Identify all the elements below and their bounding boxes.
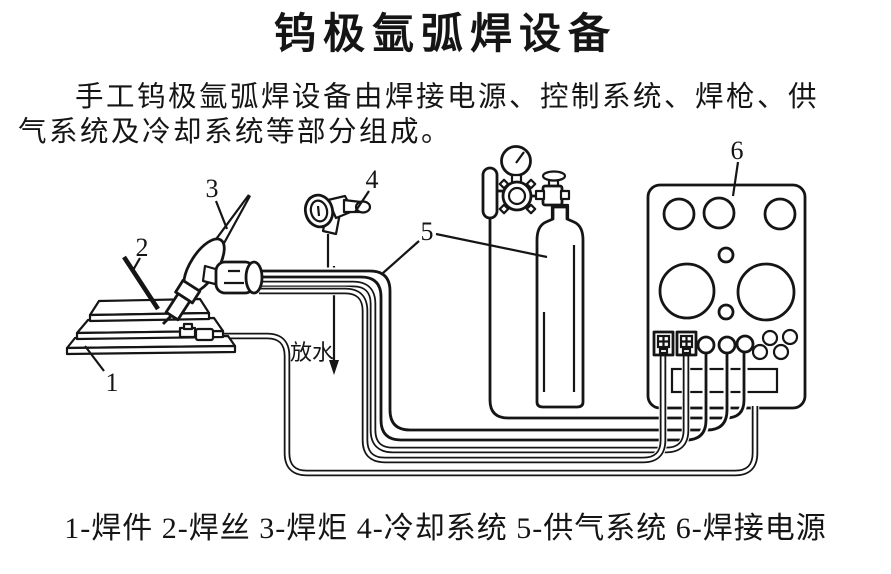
cable-socket — [675, 330, 698, 357]
meter-dial — [763, 197, 797, 231]
gauge-needle — [515, 151, 525, 164]
indicator-lamp — [717, 246, 735, 264]
electrode-tip — [162, 315, 172, 325]
valve-handwheel — [541, 170, 567, 182]
terminal-post — [696, 335, 716, 355]
body-line: 手工钨极氩弧焊设备由焊接电源、控制系统、焊枪、供 — [75, 82, 820, 113]
meter-dial — [702, 196, 736, 230]
valve-port — [559, 189, 571, 201]
hose-bundle — [211, 218, 760, 478]
legend-caption: 1-焊件 2-焊丝 3-焊炬 4-冷却系统 5-供气系统 6-焊接电源 — [64, 512, 827, 545]
label-5: 5 — [421, 217, 434, 246]
label-1: 1 — [106, 368, 119, 397]
part-number-labels: 1 2 3 4 5 6 放水 — [106, 136, 744, 397]
cable-socket — [652, 330, 675, 357]
indicator-lamp — [717, 303, 735, 321]
label-6: 6 — [731, 136, 744, 165]
gas-cylinder-assembly — [481, 145, 585, 409]
label-2: 2 — [136, 233, 149, 262]
workpiece-table — [65, 297, 237, 356]
cylinder-body — [535, 205, 585, 409]
page-title: 钨极氩弧焊设备 — [273, 12, 617, 58]
regulator-tab — [525, 203, 537, 215]
cooling-system-valve — [303, 193, 372, 236]
label-4: 4 — [366, 165, 379, 194]
barrel-marks — [224, 269, 244, 285]
switch-button — [761, 329, 779, 347]
torch-hose — [259, 275, 708, 442]
cylinder-highlight — [542, 245, 576, 392]
gauge-inner-ring — [309, 199, 329, 223]
gas-hose — [488, 218, 746, 420]
valve-port — [534, 189, 546, 201]
drain-water-label: 放水 — [290, 340, 334, 365]
table-base-front — [65, 344, 237, 356]
control-knob — [658, 262, 716, 320]
clamp-step — [182, 322, 194, 331]
welding-torch — [162, 194, 264, 325]
regulator-body — [501, 180, 533, 212]
switch-button — [772, 343, 790, 361]
leader-lines — [84, 161, 740, 372]
body-line: 气系统及冷却系统等部分组成。 — [18, 117, 453, 149]
cable-lug — [194, 327, 215, 342]
torch-nozzle — [164, 292, 192, 322]
pressure-gauge — [500, 145, 532, 177]
barrel-end-cap — [244, 260, 264, 295]
welding-cable — [259, 287, 667, 464]
cabinet-terminals — [652, 328, 799, 361]
terminal-post — [735, 334, 755, 354]
regulator-inner — [507, 186, 527, 206]
switch-button — [781, 328, 799, 346]
regulator-tab — [525, 178, 537, 190]
control-knob — [736, 262, 796, 322]
filler-wire — [122, 255, 160, 311]
meter-dial — [662, 197, 696, 231]
torch-hose — [259, 269, 729, 432]
workpiece-front — [88, 311, 211, 323]
body-paragraph: 手工钨极氩弧焊设备由焊接电源、控制系统、焊枪、供 气系统及冷却系统等部分组成。 — [18, 80, 878, 150]
terminal-post — [717, 335, 737, 355]
label-3: 3 — [206, 174, 219, 203]
gauge-mark — [316, 205, 321, 217]
flowmeter-tube — [481, 166, 499, 220]
down-arrow-icon — [329, 360, 339, 375]
cylinder-valve-body — [541, 184, 564, 207]
welding-cable — [259, 280, 690, 454]
torch-back-cap — [214, 194, 251, 246]
switch-button — [751, 343, 769, 361]
